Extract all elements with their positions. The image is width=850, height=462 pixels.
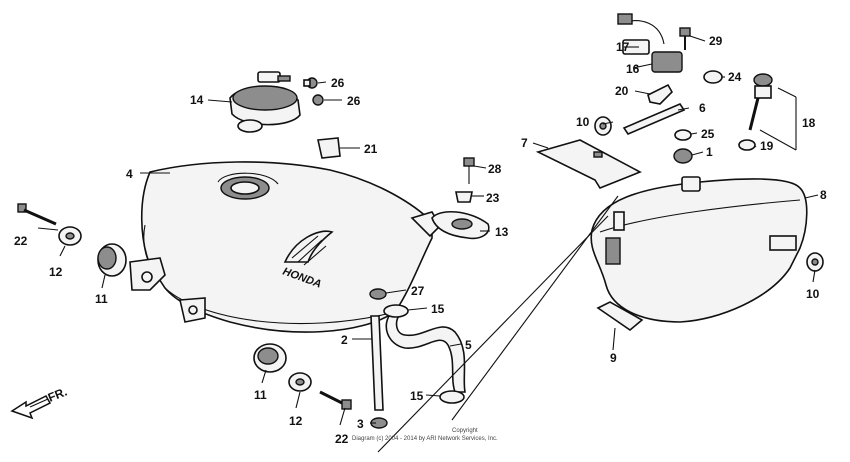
bracket-20: [647, 83, 673, 105]
callout-29: 29: [709, 34, 723, 48]
callout-22-left: 22: [14, 234, 28, 248]
callout-2: 2: [341, 333, 348, 347]
hose-2: [370, 315, 384, 411]
nut-10-upper: [594, 116, 612, 136]
callout-15-lower: 15: [410, 389, 424, 403]
relay-16: [651, 51, 683, 73]
callout-11-left: 11: [95, 292, 108, 306]
callout-12-left: 12: [49, 265, 63, 279]
callout-23: 23: [486, 191, 500, 205]
callout-3: 3: [357, 417, 364, 431]
callout-9: 9: [610, 351, 617, 365]
callout-21: 21: [364, 142, 378, 156]
screw-26-lower: [312, 94, 324, 106]
callout-13: 13: [495, 225, 509, 239]
copyright-line-2: Diagram (c) 2004 - 2014 by ARI Network S…: [352, 436, 498, 442]
callout-4: 4: [126, 167, 133, 181]
callout-12-bottom: 12: [289, 414, 303, 428]
callout-11-bottom: 11: [254, 388, 267, 402]
fuel-tank: [129, 161, 441, 333]
callout-27: 27: [411, 284, 425, 298]
nut-10-right: [806, 252, 824, 272]
oring-19: [738, 139, 756, 151]
callout-26-upper: 26: [331, 76, 345, 90]
callout-7: 7: [521, 136, 528, 150]
callout-6: 6: [699, 101, 706, 115]
callout-10-upper: 10: [576, 115, 590, 129]
front-direction-marker: FR.: [10, 385, 69, 420]
screw-26-upper: [303, 77, 318, 89]
front-label: FR.: [46, 385, 69, 405]
fuel-cap: [229, 71, 301, 133]
plate-7: [535, 139, 642, 189]
callout-1: 1: [706, 145, 713, 159]
clamp-15-lower: [439, 390, 465, 404]
callout-26-lower: 26: [347, 94, 361, 108]
callout-10-right: 10: [806, 287, 820, 301]
callout-17: 17: [616, 40, 630, 54]
copyright-line-1: Copyright: [452, 428, 478, 434]
callout-5: 5: [465, 338, 472, 352]
callout-8: 8: [820, 188, 827, 202]
plate-7-slot: [593, 151, 603, 158]
leader-lines: [37, 35, 819, 426]
callout-22-bottom: 22: [335, 432, 349, 446]
callout-20: 20: [615, 84, 629, 98]
pin-6: [622, 103, 686, 135]
callout-15-upper: 15: [431, 302, 445, 316]
clip-27: [369, 288, 387, 300]
collar-12-left: [58, 226, 82, 246]
nut-23: [455, 191, 473, 203]
grommet-1: [673, 148, 693, 164]
oil-tank: [590, 176, 808, 323]
bolt-28: [463, 157, 475, 184]
callout-14: 14: [190, 93, 204, 107]
clamp-15-upper: [383, 304, 409, 318]
cap-25: [674, 129, 692, 141]
callout-24: 24: [728, 70, 742, 84]
cushion-11-bottom: [253, 343, 287, 373]
label-plate: [317, 137, 341, 159]
callout-25: 25: [701, 127, 715, 141]
callout-16: 16: [626, 62, 640, 76]
collar-12-bottom: [288, 372, 312, 392]
screw-29: [679, 27, 691, 50]
switch-18: [748, 73, 773, 131]
callout-28: 28: [488, 162, 502, 176]
bracket-13: [431, 210, 490, 240]
washer-24: [703, 70, 723, 84]
divider-line-1: [451, 195, 619, 421]
hose-5: [385, 311, 466, 393]
cushion-11-left: [97, 243, 127, 277]
bolt-22-left: [17, 203, 57, 226]
bracket-9: [596, 301, 644, 332]
callout-19: 19: [760, 139, 774, 153]
callout-18: 18: [802, 116, 816, 130]
bolt-22-bottom: [319, 390, 352, 410]
divider-line-2: [377, 215, 609, 453]
